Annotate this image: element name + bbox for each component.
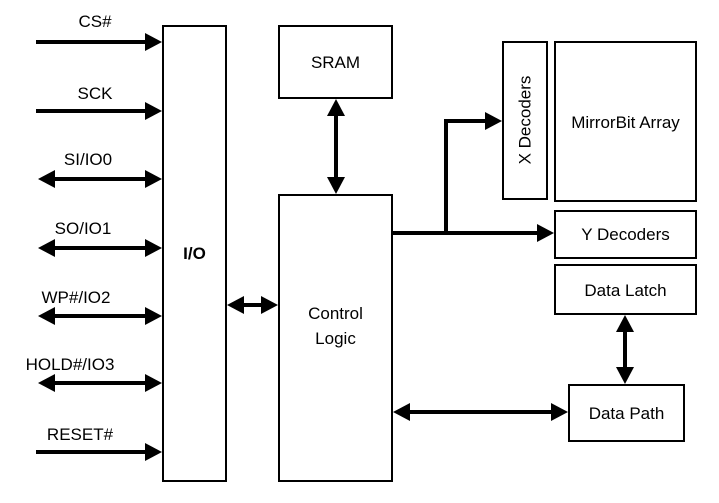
x-decoders-label: X Decoders: [516, 76, 535, 165]
latch-path-connector: [616, 315, 634, 384]
arrow-head-left: [38, 307, 55, 325]
signal-wp-io2: WP#/IO2: [38, 288, 162, 325]
signal-si-io0-label: SI/IO0: [64, 150, 112, 169]
signal-reset: RESET#: [36, 425, 162, 461]
arrow-head-down: [327, 177, 345, 194]
arrow-head-right: [145, 239, 162, 257]
arrow-head-left: [38, 239, 55, 257]
data-path-label: Data Path: [589, 404, 665, 423]
sram-block: SRAM: [278, 25, 393, 99]
arrow-head-right: [145, 33, 162, 51]
arrow-head-right: [145, 170, 162, 188]
data-latch-block: Data Latch: [554, 264, 697, 315]
signal-so-io1: SO/IO1: [38, 219, 162, 257]
sram-control-connector: [327, 99, 345, 194]
arrow-head-left: [38, 374, 55, 392]
mirrorbit-array-label: MirrorBit Array: [571, 113, 680, 132]
arrow-head-right: [261, 296, 278, 314]
signal-sck-label: SCK: [78, 84, 114, 103]
arrow-head-right: [485, 112, 502, 130]
arrow-head-up: [616, 315, 634, 332]
sram-block-label: SRAM: [311, 53, 360, 72]
io-control-connector: [227, 296, 278, 314]
signal-wp-io2-label: WP#/IO2: [42, 288, 111, 307]
signal-hold-io3: HOLD#/IO3: [26, 355, 162, 392]
signal-si-io0: SI/IO0: [38, 150, 162, 188]
io-block-label: I/O: [183, 244, 206, 263]
control-decoder-bus: [392, 112, 554, 242]
control-logic-label-line1: Control: [308, 304, 363, 323]
arrow-head-left: [38, 170, 55, 188]
signal-sck: SCK: [36, 84, 162, 120]
mirrorbit-array-block: MirrorBit Array: [554, 41, 697, 202]
arrow-head-right: [551, 403, 568, 421]
arrow-head-right: [537, 224, 554, 242]
control-logic-block: Control Logic: [278, 194, 393, 482]
signal-cs: CS#: [36, 12, 162, 51]
signal-hold-io3-label: HOLD#/IO3: [26, 355, 115, 374]
y-decoders-label: Y Decoders: [581, 225, 670, 244]
x-decoders-block: X Decoders: [502, 41, 548, 200]
signal-reset-label: RESET#: [47, 425, 114, 444]
control-logic-label-line2: Logic: [315, 329, 356, 348]
io-block: I/O: [162, 25, 227, 482]
arrow-head-down: [616, 367, 634, 384]
data-path-block: Data Path: [568, 384, 685, 442]
y-decoders-block: Y Decoders: [554, 210, 697, 259]
arrow-head-up: [327, 99, 345, 116]
signal-so-io1-label: SO/IO1: [55, 219, 112, 238]
signal-cs-label: CS#: [78, 12, 112, 31]
control-datapath-connector: [393, 403, 568, 421]
arrow-head-right: [145, 374, 162, 392]
arrow-head-right: [145, 443, 162, 461]
arrow-head-left: [393, 403, 410, 421]
data-latch-label: Data Latch: [584, 281, 666, 300]
arrow-head-right: [145, 102, 162, 120]
arrow-head-left: [227, 296, 244, 314]
arrow-head-right: [145, 307, 162, 325]
